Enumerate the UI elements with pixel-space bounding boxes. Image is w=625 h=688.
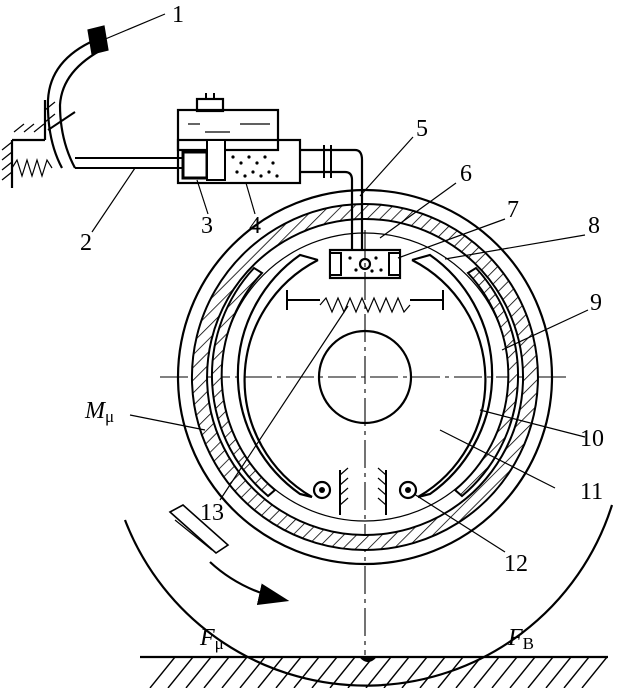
leader-lines: [91, 13, 589, 553]
return-spring: [319, 296, 411, 314]
label-f-mu: Fμ: [199, 625, 224, 653]
label-11: 11: [580, 479, 603, 505]
hub: [317, 329, 413, 425]
label-9: 9: [590, 290, 602, 316]
left-lining: [211, 266, 277, 498]
label-7: 7: [507, 197, 519, 223]
label-1: 1: [172, 2, 184, 28]
left-brake-shoe: [211, 253, 320, 499]
label-12: 12: [504, 551, 528, 577]
master-cylinder: [176, 93, 302, 185]
label-13: 13: [200, 500, 224, 526]
pedal-spring-and-wall: [1, 100, 56, 188]
right-lining: [453, 266, 519, 498]
wheel-cylinder: [328, 248, 402, 280]
label-m-mu: Mμ: [84, 398, 114, 426]
label-4: 4: [249, 213, 261, 239]
label-f-b: FB: [507, 625, 534, 653]
label-3: 3: [201, 213, 213, 239]
brake-drum: [190, 203, 539, 551]
rotation-indicator: [168, 504, 290, 606]
label-8: 8: [588, 213, 600, 239]
brake-pipe: [300, 145, 364, 250]
brake-pedal: [46, 25, 109, 169]
label-6: 6: [460, 161, 472, 187]
push-rod: [75, 157, 183, 169]
tyre-arc: [123, 504, 614, 687]
label-2: 2: [80, 230, 92, 256]
ground: [140, 655, 608, 688]
anchor-pins: [312, 467, 418, 515]
label-10: 10: [580, 426, 604, 452]
label-5: 5: [416, 116, 428, 142]
right-brake-shoe: [410, 253, 519, 499]
